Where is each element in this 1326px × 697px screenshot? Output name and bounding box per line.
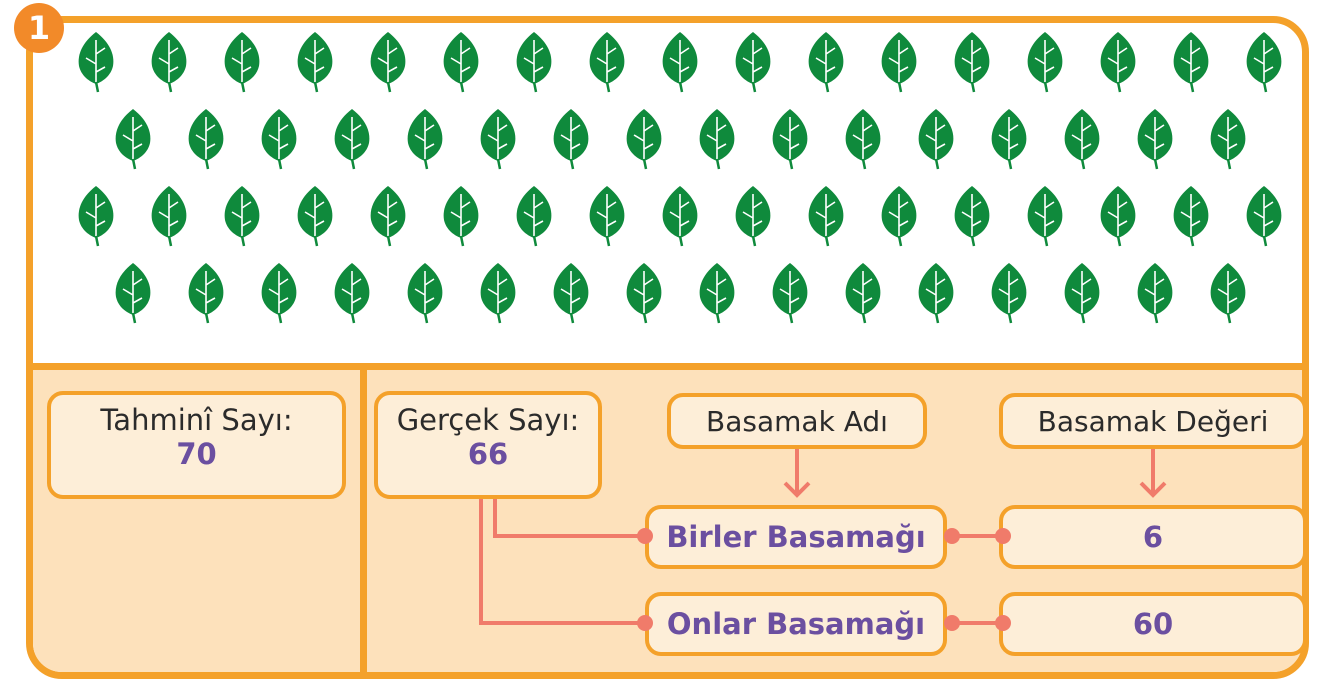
leaf-icon	[626, 263, 662, 324]
panel-divider	[360, 370, 367, 672]
leaf-icon	[1210, 263, 1246, 324]
leaf-icon	[1246, 32, 1282, 93]
estimate-label: Tahminî Sayı:	[100, 403, 293, 437]
leaf-icon	[662, 32, 698, 93]
leaf-icon	[772, 263, 808, 324]
row-place-ones: Birler Basamağı	[645, 505, 947, 569]
leaf-icon	[224, 186, 260, 247]
leaf-icon	[1064, 263, 1100, 324]
row-place-ones-text: Birler Basamağı	[666, 520, 926, 554]
leaf-icon	[626, 109, 662, 170]
actual-value: 66	[467, 437, 509, 471]
leaf-icon	[1246, 186, 1282, 247]
place-value-header-text: Basamak Değeri	[1037, 404, 1269, 438]
row-value-ones-text: 6	[1142, 520, 1164, 554]
leaf-icon	[808, 32, 844, 93]
leaf-icon	[188, 109, 224, 170]
leaf-icon	[1137, 263, 1173, 324]
exercise-number-badge: 1	[14, 3, 64, 53]
leaf-icon	[224, 32, 260, 93]
leaf-icon	[297, 186, 333, 247]
leaf-icon	[1100, 32, 1136, 93]
row-value-tens: 60	[999, 592, 1307, 656]
leaf-icon	[881, 32, 917, 93]
leaf-icon	[334, 263, 370, 324]
leaf-icon	[1137, 109, 1173, 170]
leaf-icon	[370, 186, 406, 247]
leaf-icon	[808, 186, 844, 247]
leaf-icon	[954, 32, 990, 93]
leaf-icon	[991, 109, 1027, 170]
leaf-grid	[78, 32, 1282, 324]
leaf-icon	[334, 109, 370, 170]
leaf-icon	[407, 263, 443, 324]
leaf-icon	[1173, 186, 1209, 247]
leaf-icon	[1173, 32, 1209, 93]
leaf-icon	[699, 263, 735, 324]
leaf-icon	[188, 263, 224, 324]
leaf-icon	[1210, 109, 1246, 170]
leaf-icon	[1100, 186, 1136, 247]
leaf-icon	[407, 109, 443, 170]
leaf-icon	[553, 109, 589, 170]
row-place-tens: Onlar Basamağı	[645, 592, 947, 656]
leaf-icon	[443, 186, 479, 247]
row-value-ones: 6	[999, 505, 1307, 569]
place-name-header-text: Basamak Adı	[706, 404, 888, 438]
leaf-icon	[553, 263, 589, 324]
leaf-icon	[370, 32, 406, 93]
leaf-icon	[78, 186, 114, 247]
leaf-icon	[918, 263, 954, 324]
leaf-icon	[480, 109, 516, 170]
leaf-icon	[735, 32, 771, 93]
leaf-icon	[261, 263, 297, 324]
leaf-icon	[735, 186, 771, 247]
leaf-icon	[115, 109, 151, 170]
leaf-icon	[443, 32, 479, 93]
leaf-icon	[480, 263, 516, 324]
leaf-icon	[845, 109, 881, 170]
leaf-icon	[151, 32, 187, 93]
leaf-icon	[662, 186, 698, 247]
leaf-icon	[297, 32, 333, 93]
leaf-icon	[1027, 32, 1063, 93]
leaf-icon	[991, 263, 1027, 324]
leaf-icon	[918, 109, 954, 170]
leaf-icon	[589, 32, 625, 93]
leaf-icon	[954, 186, 990, 247]
exercise-frame	[26, 16, 1309, 679]
estimate-box: Tahminî Sayı: 70	[47, 391, 346, 499]
leaf-icon	[589, 186, 625, 247]
leaf-icon	[881, 186, 917, 247]
leaf-icon	[516, 186, 552, 247]
leaf-icon	[1064, 109, 1100, 170]
actual-label: Gerçek Sayı:	[396, 403, 580, 437]
leaf-icon	[699, 109, 735, 170]
place-name-header: Basamak Adı	[667, 393, 927, 449]
leaf-icon	[78, 32, 114, 93]
leaf-icon	[261, 109, 297, 170]
row-place-tens-text: Onlar Basamağı	[666, 607, 926, 641]
actual-box: Gerçek Sayı: 66	[374, 391, 602, 499]
place-value-header: Basamak Değeri	[999, 393, 1307, 449]
leaf-icon	[772, 109, 808, 170]
leaf-icon	[1027, 186, 1063, 247]
row-value-tens-text: 60	[1132, 607, 1174, 641]
leaf-icon	[115, 263, 151, 324]
leaf-icon	[845, 263, 881, 324]
estimate-value: 70	[176, 437, 217, 471]
leaf-icon	[151, 186, 187, 247]
leaf-icon	[516, 32, 552, 93]
